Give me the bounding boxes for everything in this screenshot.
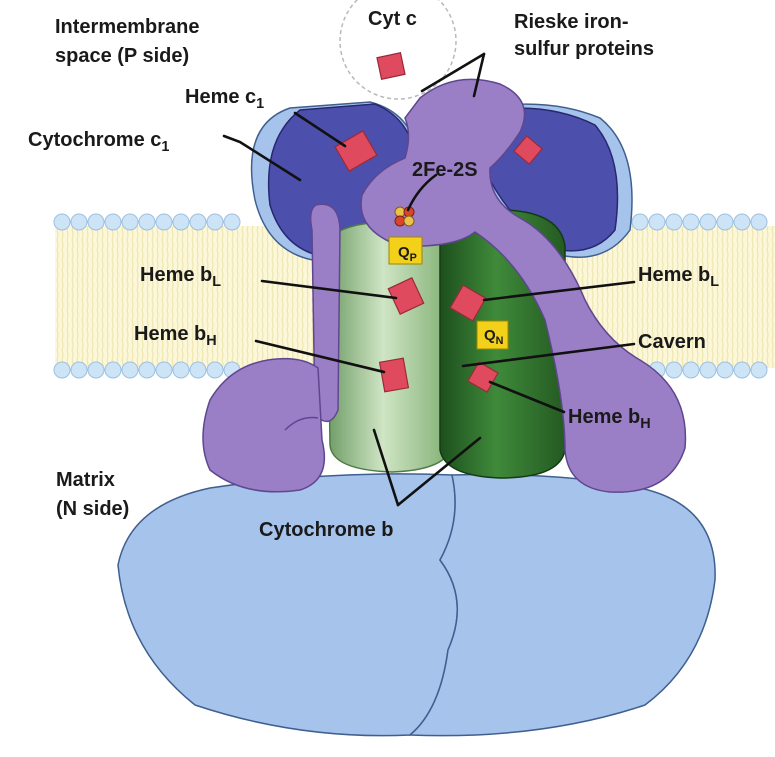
- lipid-head: [172, 213, 190, 231]
- rieske-protein: [360, 78, 687, 493]
- qn-site: QN: [476, 320, 509, 350]
- cytochrome-c1-label: Cytochrome c1: [28, 129, 169, 155]
- heme-c1-label: Heme c1: [185, 86, 264, 112]
- lipid-head: [121, 213, 139, 231]
- lipid-head: [206, 213, 224, 231]
- heme-bh-left: [378, 357, 410, 393]
- lipid-head: [189, 361, 207, 379]
- cavern-label: Cavern: [638, 331, 706, 353]
- heme-c1-right: [513, 135, 543, 165]
- rieske-label-1: Rieske iron-: [514, 11, 628, 33]
- lipid-head: [716, 213, 734, 231]
- heme-bl-right: [449, 284, 487, 322]
- cyt-c-heme: [376, 52, 406, 80]
- cyt-c-outline: [339, 0, 457, 100]
- lipid-head: [699, 361, 717, 379]
- fe2s2-cluster: [394, 206, 415, 227]
- heme-bh-left-label: Heme bH: [134, 323, 217, 349]
- intermembrane-label-1: Intermembrane: [55, 16, 200, 38]
- lipid-head: [53, 213, 71, 231]
- svg-text:QN: QN: [484, 327, 504, 347]
- labels: Intermembrane space (P side) Cyt c Riesk…: [28, 8, 719, 541]
- heme-bl-left: [387, 277, 425, 315]
- lipid-head: [223, 213, 241, 231]
- heme-c1-left: [334, 130, 378, 172]
- lipid-head: [733, 361, 751, 379]
- lipid-head: [665, 361, 683, 379]
- lipid-head: [87, 361, 105, 379]
- lipid-head: [155, 361, 173, 379]
- membrane-bottom-heads: [53, 361, 768, 379]
- heme-bl-right-label: Heme bL: [638, 264, 719, 290]
- matrix-domain-left: [117, 473, 459, 737]
- cytochrome-c1-anchor: [309, 203, 341, 423]
- rieske-label-2: sulfur proteins: [514, 38, 654, 60]
- intermembrane-label-2: space (P side): [55, 45, 189, 67]
- heme-bl-left-label: Heme bL: [140, 264, 221, 290]
- lipid-head: [70, 213, 88, 231]
- lipid-head: [138, 361, 156, 379]
- lipid-head: [138, 213, 156, 231]
- lipid-head: [682, 213, 700, 231]
- svg-text:QP: QP: [398, 244, 417, 264]
- lipid-head: [750, 213, 768, 231]
- lipid-head: [104, 361, 122, 379]
- lipid-head: [104, 213, 122, 231]
- heme-bh-right-label: Heme bH: [568, 406, 651, 432]
- lipid-head: [631, 213, 649, 231]
- lipid-head: [716, 361, 734, 379]
- qp-label: Q: [398, 244, 410, 261]
- cyt-c-label: Cyt c: [368, 8, 417, 30]
- matrix-label-1: Matrix: [56, 469, 115, 491]
- matrix-label-2: (N side): [56, 498, 129, 520]
- leader-lines: [222, 52, 636, 507]
- membrane-top-heads: [53, 213, 768, 231]
- lipid-head: [189, 213, 207, 231]
- lipid-head: [648, 213, 666, 231]
- left-lobe-inner-fold: [284, 416, 319, 431]
- lipid-head: [172, 361, 190, 379]
- lipid-head: [121, 361, 139, 379]
- lipid-head: [665, 213, 683, 231]
- lipid-head: [750, 361, 768, 379]
- lipid-head: [682, 361, 700, 379]
- lipid-head: [155, 213, 173, 231]
- lipid-head: [206, 361, 224, 379]
- lipid-head: [699, 213, 717, 231]
- left-matrix-lobe: [202, 357, 326, 493]
- lipid-head: [87, 213, 105, 231]
- lipid-head: [733, 213, 751, 231]
- qp-site: QP: [388, 236, 423, 265]
- qn-label: Q: [484, 327, 496, 344]
- fe2s2-label: 2Fe-2S: [412, 159, 478, 181]
- lipid-head: [70, 361, 88, 379]
- lipid-head: [53, 361, 71, 379]
- cytochrome-b-label: Cytochrome b: [259, 519, 393, 541]
